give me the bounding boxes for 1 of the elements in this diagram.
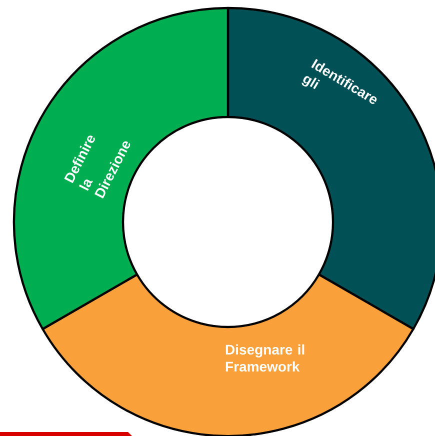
donut-segment: Disegnare il Framework [42,273,414,436]
